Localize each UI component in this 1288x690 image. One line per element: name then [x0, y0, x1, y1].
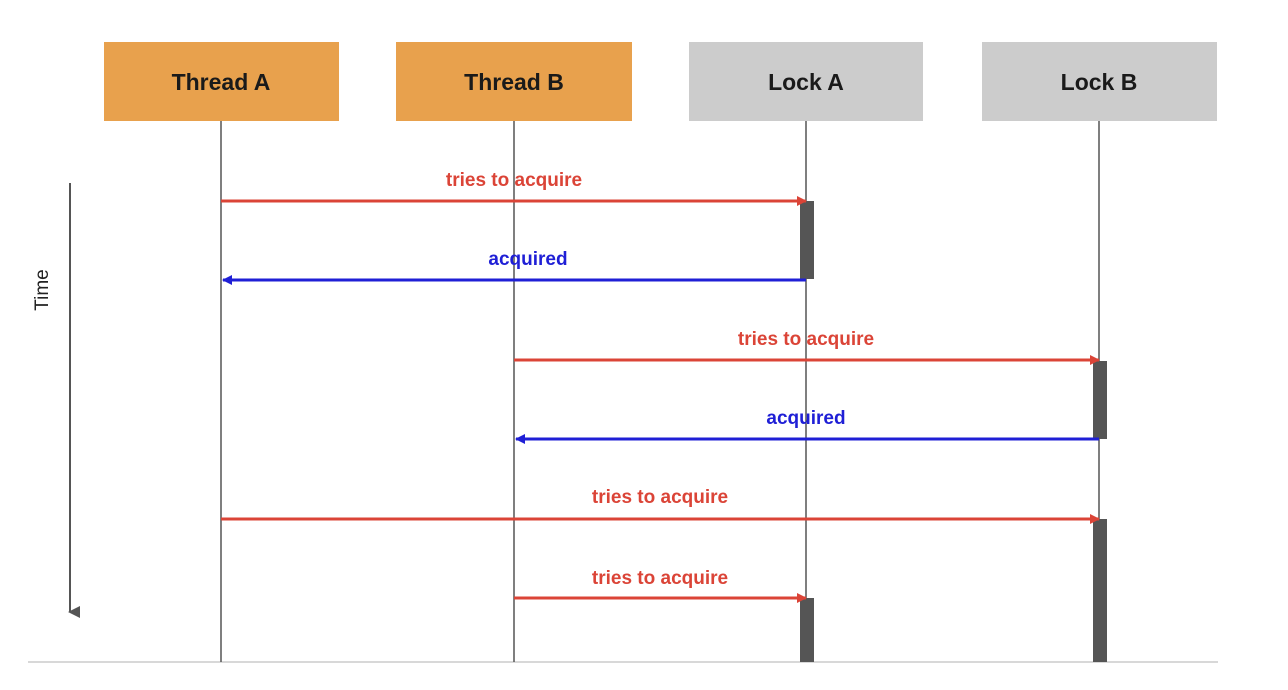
participant-lock-b: Lock B	[982, 42, 1217, 662]
activation-lock-b-2	[1093, 519, 1107, 662]
message-1: tries to acquire	[221, 170, 807, 206]
messages: tries to acquire acquired tries to acqui…	[221, 170, 1100, 603]
activation-lock-b-1	[1093, 361, 1107, 439]
message-4: acquired	[515, 408, 1099, 444]
message-label: tries to acquire	[446, 170, 582, 191]
activations	[800, 201, 1107, 662]
message-label: tries to acquire	[738, 329, 874, 350]
participant-thread-a: Thread A	[104, 42, 339, 662]
activation-lock-a-2	[800, 598, 814, 662]
message-3: tries to acquire	[514, 329, 1100, 365]
header-thread-a	[104, 42, 339, 121]
header-thread-b	[396, 42, 632, 121]
participant-lock-a: Lock A	[689, 42, 923, 662]
message-label: tries to acquire	[592, 568, 728, 589]
header-label-thread-b: Thread B	[464, 69, 564, 95]
time-axis-label: Time	[32, 269, 53, 311]
message-5: tries to acquire	[221, 487, 1100, 524]
time-axis: Time	[32, 183, 80, 618]
message-label: acquired	[488, 249, 567, 270]
message-2: acquired	[222, 249, 806, 285]
header-label-lock-b: Lock B	[1061, 69, 1138, 95]
message-label: acquired	[766, 408, 845, 429]
header-lock-b	[982, 42, 1217, 121]
message-6: tries to acquire	[514, 568, 807, 603]
header-label-thread-a: Thread A	[172, 69, 271, 95]
activation-lock-a-1	[800, 201, 814, 279]
header-label-lock-a: Lock A	[768, 69, 844, 95]
header-lock-a	[689, 42, 923, 121]
message-label: tries to acquire	[592, 487, 728, 508]
participants: Thread A Thread B Lock A Lock B	[104, 42, 1217, 662]
participant-thread-b: Thread B	[396, 42, 632, 662]
